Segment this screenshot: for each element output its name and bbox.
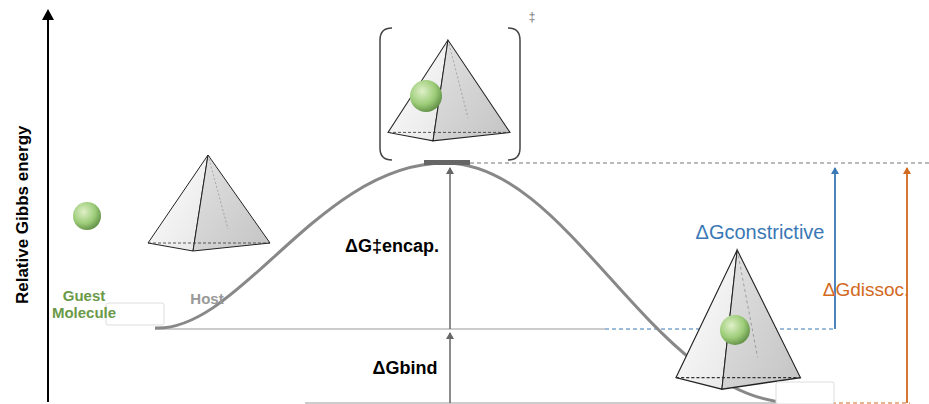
ts-tetrahedron — [388, 40, 510, 141]
encap-label: ΔG‡encap. — [345, 236, 439, 257]
host-tetrahedron — [148, 155, 270, 251]
bound-level — [305, 402, 790, 403]
complex-tetrahedron — [676, 250, 800, 389]
bracket-left — [380, 28, 392, 160]
ts-mark: ‡ — [529, 11, 536, 25]
constrictive-arrow — [834, 168, 836, 329]
ts-level — [470, 163, 929, 164]
dissoc-label: ΔGdissoc. — [823, 279, 910, 301]
host-label: Host — [190, 290, 223, 307]
bind-arrow — [449, 333, 451, 403]
axis-title: Relative Gibbs energy — [12, 126, 32, 305]
ts-guest — [410, 80, 442, 112]
complex-guest — [720, 315, 750, 345]
bracket-right — [508, 28, 520, 160]
encap-arrow — [449, 168, 451, 329]
ts-bar — [424, 160, 470, 165]
guest-sphere — [73, 202, 101, 230]
bind-label: ΔGbind — [373, 358, 438, 379]
blank-box — [776, 382, 834, 404]
constrictive-label: ΔGconstrictive — [696, 221, 825, 244]
y-axis — [47, 14, 49, 402]
guest-label: Guest Molecule — [39, 287, 129, 322]
reference-level — [155, 328, 605, 329]
